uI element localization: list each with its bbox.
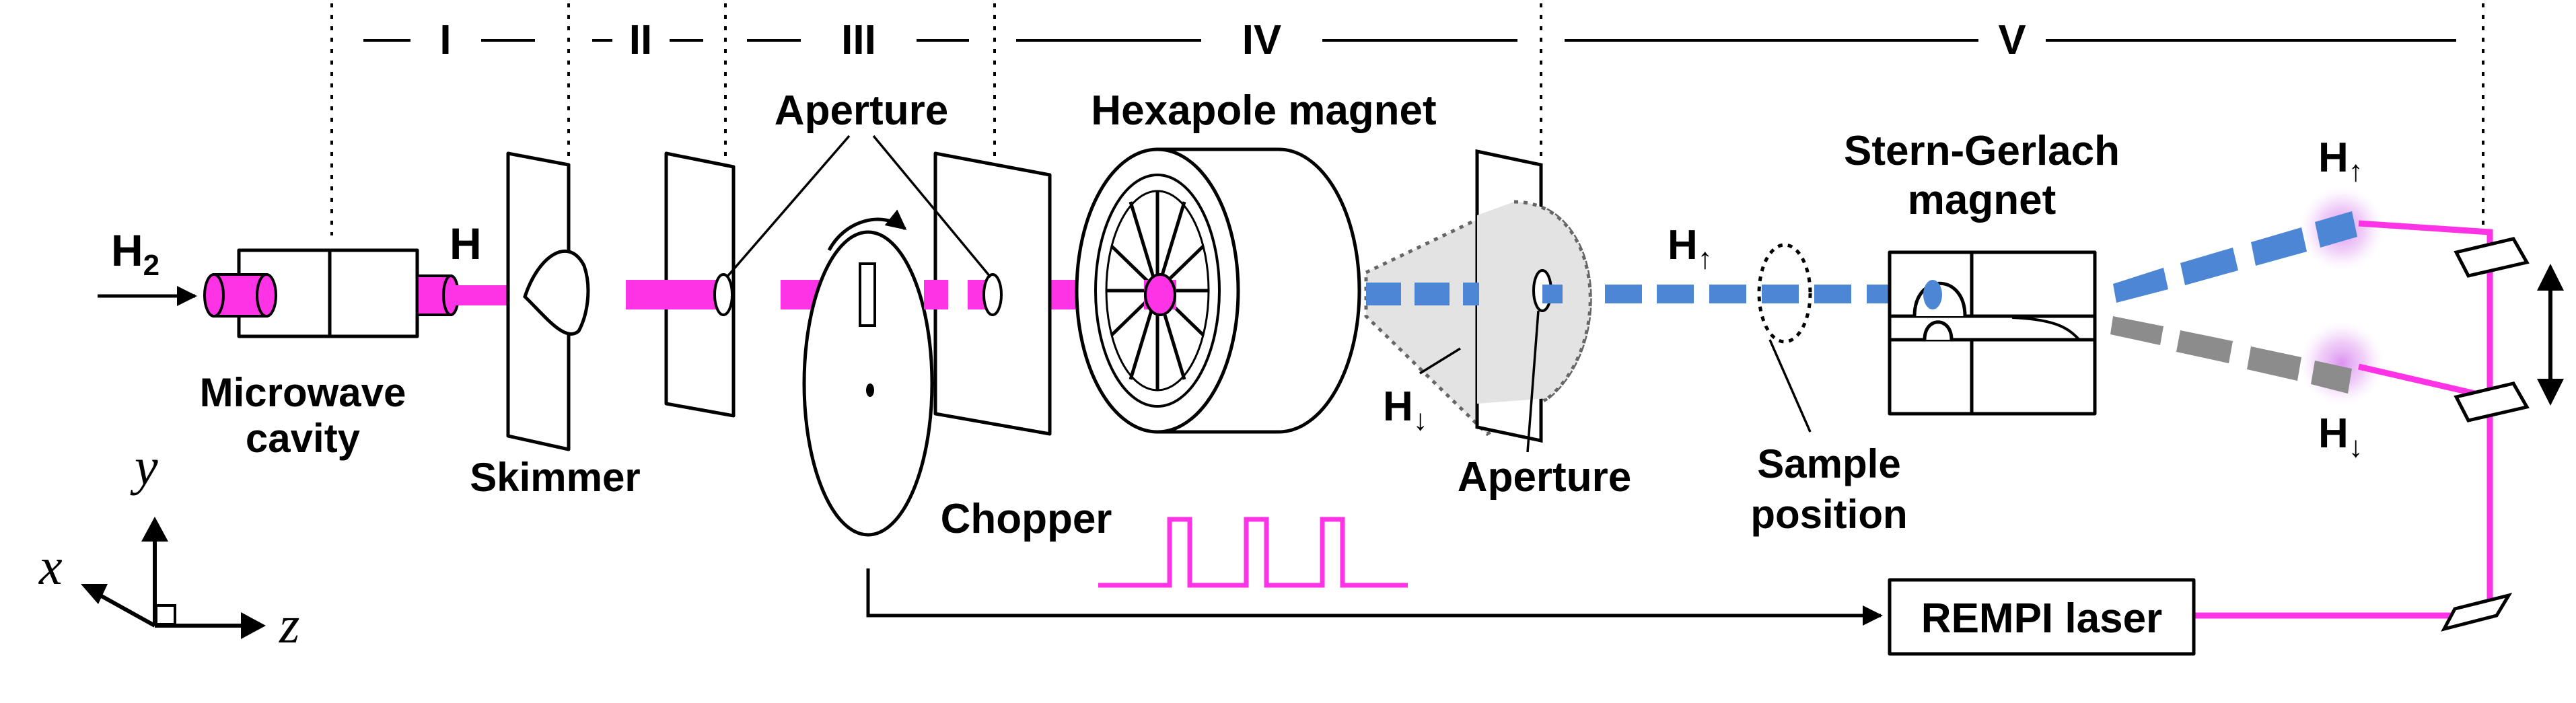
stern-gerlach-magnet: Stern-Gerlach magnet: [1844, 128, 2120, 416]
y-axis-label: y: [130, 437, 158, 496]
rempi-label: REMPI laser: [1921, 595, 2162, 642]
section-label-i: I: [439, 17, 451, 63]
aperture-top-callout: Aperture: [725, 87, 992, 279]
sg-label-line1: Stern-Gerlach: [1844, 128, 2120, 174]
aperture-top-label: Aperture: [775, 87, 948, 134]
skimmer-label: Skimmer: [470, 455, 640, 500]
h-atom-label: H: [450, 219, 482, 268]
section-label-iv: IV: [1242, 17, 1282, 63]
hexapole-label: Hexapole magnet: [1091, 87, 1436, 134]
h2-label: H2: [111, 225, 159, 282]
section-label-v: V: [1998, 17, 2026, 63]
spin-down-glow: [2300, 322, 2384, 405]
pulse-train: [1098, 517, 1408, 588]
rotation-arrow-icon: [827, 209, 907, 252]
chopper-label: Chopper: [941, 496, 1112, 542]
coordinate-axes: y x z: [38, 437, 299, 654]
h-down-detect-label: H↓: [2318, 410, 2363, 464]
section-dividers: [330, 3, 2484, 235]
chopper: Chopper: [802, 209, 1883, 626]
mirror-bottom: [2441, 593, 2513, 632]
laser-path: [2194, 220, 2564, 632]
sample-position-marker: [1757, 243, 1812, 344]
section-headers: I II III IV V: [363, 17, 2456, 63]
rempi-laser: REMPI laser: [1888, 578, 2196, 656]
microwave-label-line2: cavity: [246, 416, 361, 461]
h-up-detect-label: H↑: [2318, 135, 2363, 188]
aperture-plate-1: [626, 151, 736, 418]
aperture-plate-2: [924, 151, 1052, 436]
chopper-slot: [859, 262, 876, 327]
sample-position: Sample position: [1750, 243, 1908, 537]
h-down-hexapole-label: H↓: [1383, 383, 1428, 437]
x-axis-label: x: [38, 537, 63, 595]
microwave-cavity: Microwave cavity: [200, 248, 460, 461]
h-up-beam-label: H↑: [1668, 222, 1713, 275]
section-label-iii: III: [841, 17, 876, 63]
aperture-plate-3: Aperture: [1458, 149, 1631, 501]
z-axis-label: z: [279, 595, 299, 654]
microwave-label-line1: Microwave: [200, 370, 406, 415]
h2-input: H2: [98, 225, 197, 306]
aperture-bottom-label: Aperture: [1458, 454, 1631, 501]
chopper-disk: [802, 230, 934, 537]
hexapole-magnet: Hexapole magnet: [1075, 87, 1437, 434]
cavity-right-block: [328, 248, 419, 338]
sample-label-line2: position: [1750, 492, 1907, 537]
split-beams: H↑ H↓: [2110, 135, 2384, 464]
section-label-ii: II: [629, 17, 652, 63]
x-axis: [93, 590, 156, 628]
mirror-top: [2454, 237, 2530, 278]
sample-label-line1: Sample: [1757, 441, 1900, 486]
skimmer: Skimmer: [470, 151, 641, 500]
trigger-line: [866, 568, 1883, 626]
mirror-middle: [2454, 381, 2530, 422]
sg-label-line2: magnet: [1908, 177, 2056, 223]
rempi-box: [1888, 578, 2196, 656]
